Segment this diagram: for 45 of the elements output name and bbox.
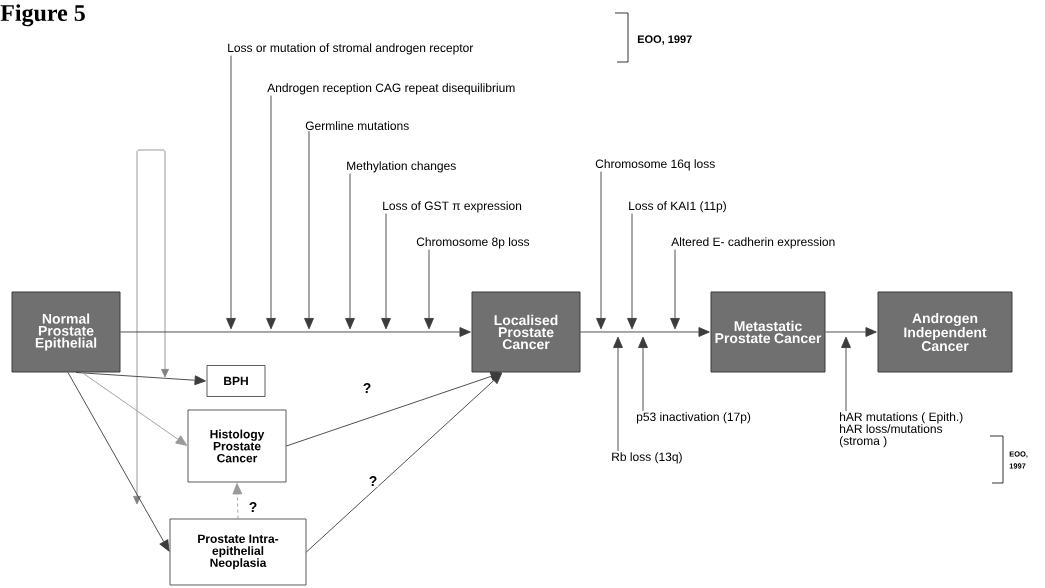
arrow [285, 371, 502, 447]
figure-title: Figure 5 [0, 4, 85, 27]
edge-label: ? [367, 475, 379, 487]
arrow [75, 372, 206, 386]
arrow [304, 130, 314, 330]
arrow [627, 213, 637, 330]
arrow [232, 483, 243, 520]
citation-label: EOO, 1997 [637, 35, 692, 45]
arrow [613, 336, 623, 452]
arrow [424, 249, 434, 330]
factor-label: Loss or mutation of stromal androgen receptor [228, 43, 474, 55]
edge-label: ? [361, 382, 373, 394]
arrow [81, 372, 188, 446]
edge-label: ? [247, 501, 259, 513]
arrow [266, 95, 276, 330]
stage-box: Normal Prostate Epithelial [11, 291, 121, 373]
factor-label: Chromosome 8p loss [416, 237, 530, 249]
process-box: Histology Prostate Cancer [187, 409, 287, 483]
arrow [381, 213, 391, 330]
arrow [345, 173, 355, 330]
process-box: Prostate Intra-epithelial Neoplasia [169, 518, 307, 586]
arrow [120, 327, 471, 337]
factor-label: Loss of GST π expression [383, 201, 522, 213]
factor-label: Chromosome 16q loss [595, 159, 715, 171]
factor-label: Androgen reception CAG repeat disequilibrium [267, 83, 515, 95]
factor-label: Altered E- cadherin expression [671, 237, 835, 249]
factor-label: Loss of KAI1 (11p) [629, 201, 726, 213]
arrow [825, 327, 877, 337]
arrow [580, 327, 710, 337]
factor-label: Germline mutations [305, 121, 409, 130]
factor-label: Rb loss (13q) [612, 452, 682, 464]
process-box: BPH [206, 365, 266, 397]
arrow [67, 372, 170, 552]
arrow [638, 336, 648, 412]
stage-box: Androgen Independent Cancer [877, 291, 1013, 373]
factor-label: Methylation changes [347, 161, 456, 173]
stage-box: Metastatic Prostate Cancer [710, 291, 826, 373]
arrow [305, 372, 503, 553]
arrow [226, 55, 236, 330]
factor-label: p53 inactivation (17p) [636, 412, 751, 424]
factor-label: hAR mutations ( Epith.) hAR loss/mutations (stroma ) [839, 412, 963, 448]
arrow [670, 249, 680, 330]
arrow [596, 171, 606, 330]
arrow [841, 336, 851, 412]
stage-box: Localised Prostate Cancer [471, 291, 581, 373]
